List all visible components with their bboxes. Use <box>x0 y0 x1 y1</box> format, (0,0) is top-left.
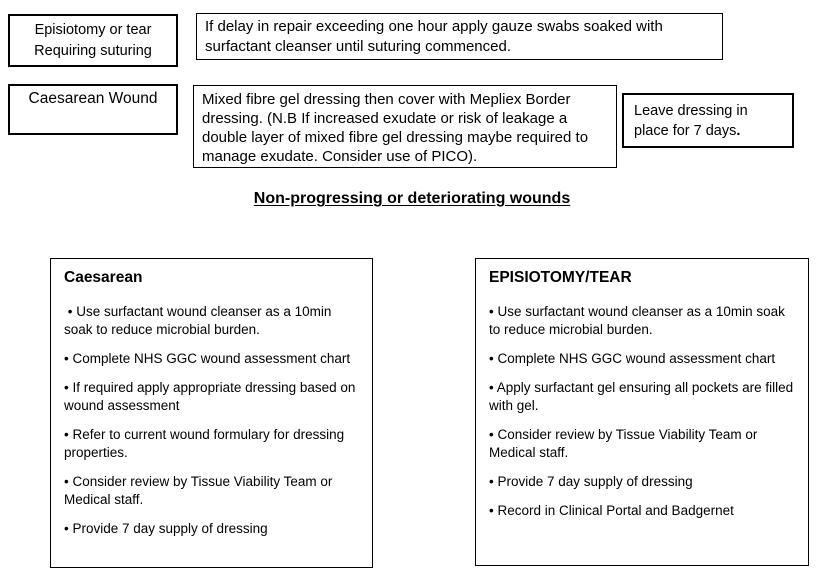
caesarean-label-box: Caesarean Wound <box>8 84 178 135</box>
list-item: • Complete NHS GGC wound assessment char… <box>64 351 351 366</box>
list-item: • Consider review by Tissue Viability Te… <box>489 427 762 460</box>
caesarean-panel-title: Caesarean <box>64 269 143 286</box>
list-item: • Provide 7 day supply of dressing <box>64 521 268 536</box>
list-item: • Apply surfactant gel ensuring all pock… <box>489 380 797 413</box>
episiotomy-panel-title: EPISIOTOMY/TEAR <box>489 269 632 286</box>
list-item: • If required apply appropriate dressing… <box>64 380 360 413</box>
leave-note-box: Leave dressing in place for 7 days. <box>622 93 794 148</box>
caesarean-label-text: Caesarean Wound <box>28 90 158 107</box>
list-item: • Use surfactant wound cleanser as a 10m… <box>64 304 336 337</box>
list-item: • Consider review by Tissue Viability Te… <box>64 474 337 507</box>
leave-note-text: Leave dressing in place for 7 days <box>634 103 748 139</box>
section-heading-text: Non-progressing or deteriorating wounds <box>253 190 571 207</box>
section-heading: Non-progressing or deteriorating wounds <box>0 190 824 208</box>
episiotomy-panel: EPISIOTOMY/TEAR • Use surfactant wound c… <box>475 258 809 566</box>
dressing-instruction-box: Mixed fibre gel dressing then cover with… <box>193 85 617 168</box>
list-item: • Record in Clinical Portal and Badgerne… <box>489 503 734 518</box>
leave-note-period: . <box>736 123 741 139</box>
episiotomy-label-line1: Episiotomy or tear <box>34 21 152 38</box>
delay-note-box: If delay in repair exceeding one hour ap… <box>196 13 723 60</box>
list-item: • Use surfactant wound cleanser as a 10m… <box>489 304 789 337</box>
episiotomy-label-box: Episiotomy or tear Requiring suturing <box>8 14 178 67</box>
delay-note-text: If delay in repair exceeding one hour ap… <box>205 18 663 55</box>
dressing-instruction-text: Mixed fibre gel dressing then cover with… <box>202 91 589 165</box>
list-item: • Complete NHS GGC wound assessment char… <box>489 351 776 366</box>
caesarean-panel: Caesarean • Use surfactant wound cleanse… <box>50 258 373 568</box>
episiotomy-label-line2: Requiring suturing <box>34 42 152 59</box>
list-item: • Provide 7 day supply of dressing <box>489 474 693 489</box>
list-item: • Refer to current wound formulary for d… <box>64 427 348 460</box>
